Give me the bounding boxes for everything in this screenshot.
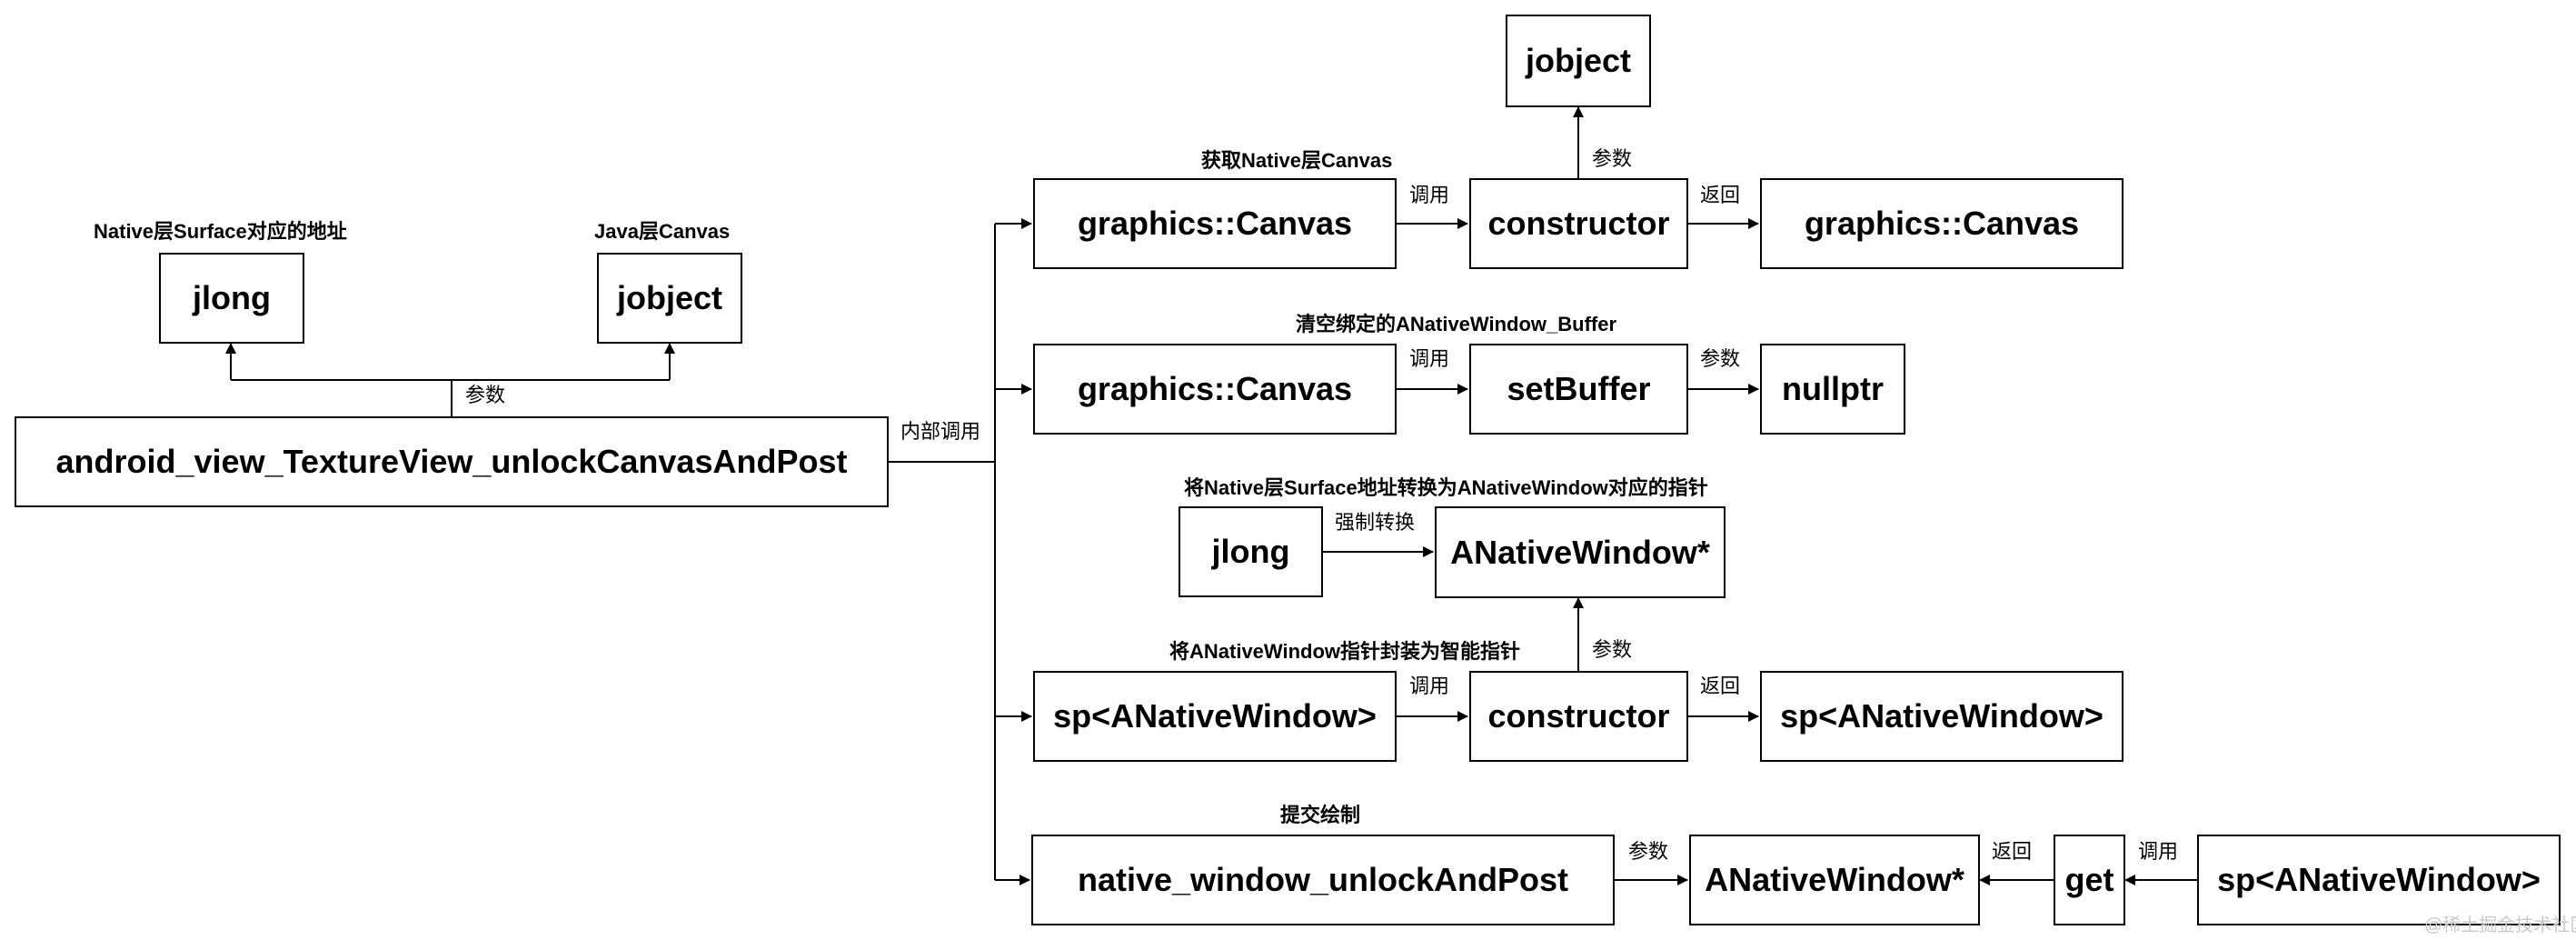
row5-param-label: 参数	[1628, 840, 1669, 863]
row2-caption: 清空绑定的ANativeWindow_Buffer	[1296, 313, 1617, 335]
row1-return-label: 返回	[1700, 184, 1741, 206]
main-call-label: 内部调用	[900, 420, 981, 443]
param-jobject-caption: Java层Canvas	[594, 220, 731, 243]
row4-source-box: sp<ANativeWindow>	[1033, 671, 1397, 762]
row3-cast-label: 强制转换	[1335, 511, 1416, 534]
row1-constructor-box: constructor	[1469, 178, 1688, 269]
row4-constructor-box: constructor	[1469, 671, 1688, 762]
row5-sp-box: sp<ANativeWindow>	[2197, 835, 2561, 925]
param-jlong-caption: Native层Surface对应的地址	[94, 220, 347, 243]
watermark: @稀土掘金技术社区	[2424, 915, 2576, 935]
row3-anativewindow-box: ANativeWindow*	[1435, 506, 1726, 598]
row3-jlong-box: jlong	[1179, 506, 1323, 597]
row4-result-box: sp<ANativeWindow>	[1760, 671, 2123, 762]
row1-call-label: 调用	[1409, 184, 1450, 206]
row1-param-label: 参数	[1592, 147, 1633, 170]
row2-source-box: graphics::Canvas	[1033, 344, 1397, 435]
row2-setbuffer-box: setBuffer	[1469, 344, 1688, 435]
row5-return-label: 返回	[1992, 840, 2033, 863]
row4-call-label: 调用	[1409, 675, 1450, 697]
param-jlong-box: jlong	[159, 253, 304, 344]
row1-caption: 获取Native层Canvas	[1201, 149, 1393, 172]
row2-nullptr-box: nullptr	[1760, 344, 1905, 435]
row1-source-box: graphics::Canvas	[1033, 178, 1397, 269]
row4-return-label: 返回	[1700, 675, 1741, 697]
row5-caption: 提交绘制	[1280, 804, 1361, 826]
main-function-box: android_view_TextureView_unlockCanvasAnd…	[15, 416, 889, 507]
param-jobject-box: jobject	[597, 253, 742, 344]
row5-source-box: native_window_unlockAndPost	[1031, 835, 1615, 925]
row2-call-label: 调用	[1409, 347, 1450, 370]
row4-caption: 将ANativeWindow指针封装为智能指针	[1169, 640, 1521, 663]
row1-result-box: graphics::Canvas	[1760, 178, 2123, 269]
row5-anativewindow-box: ANativeWindow*	[1689, 835, 1980, 925]
row4-param-label: 参数	[1592, 638, 1633, 661]
row1-jobject-box: jobject	[1506, 15, 1651, 107]
main-param-label: 参数	[465, 384, 506, 406]
row2-param-label: 参数	[1700, 347, 1741, 370]
row5-get-box: get	[2054, 835, 2125, 925]
row5-call-label: 调用	[2138, 840, 2179, 863]
row3-caption: 将Native层Surface地址转换为ANativeWindow对应的指针	[1184, 476, 1708, 499]
